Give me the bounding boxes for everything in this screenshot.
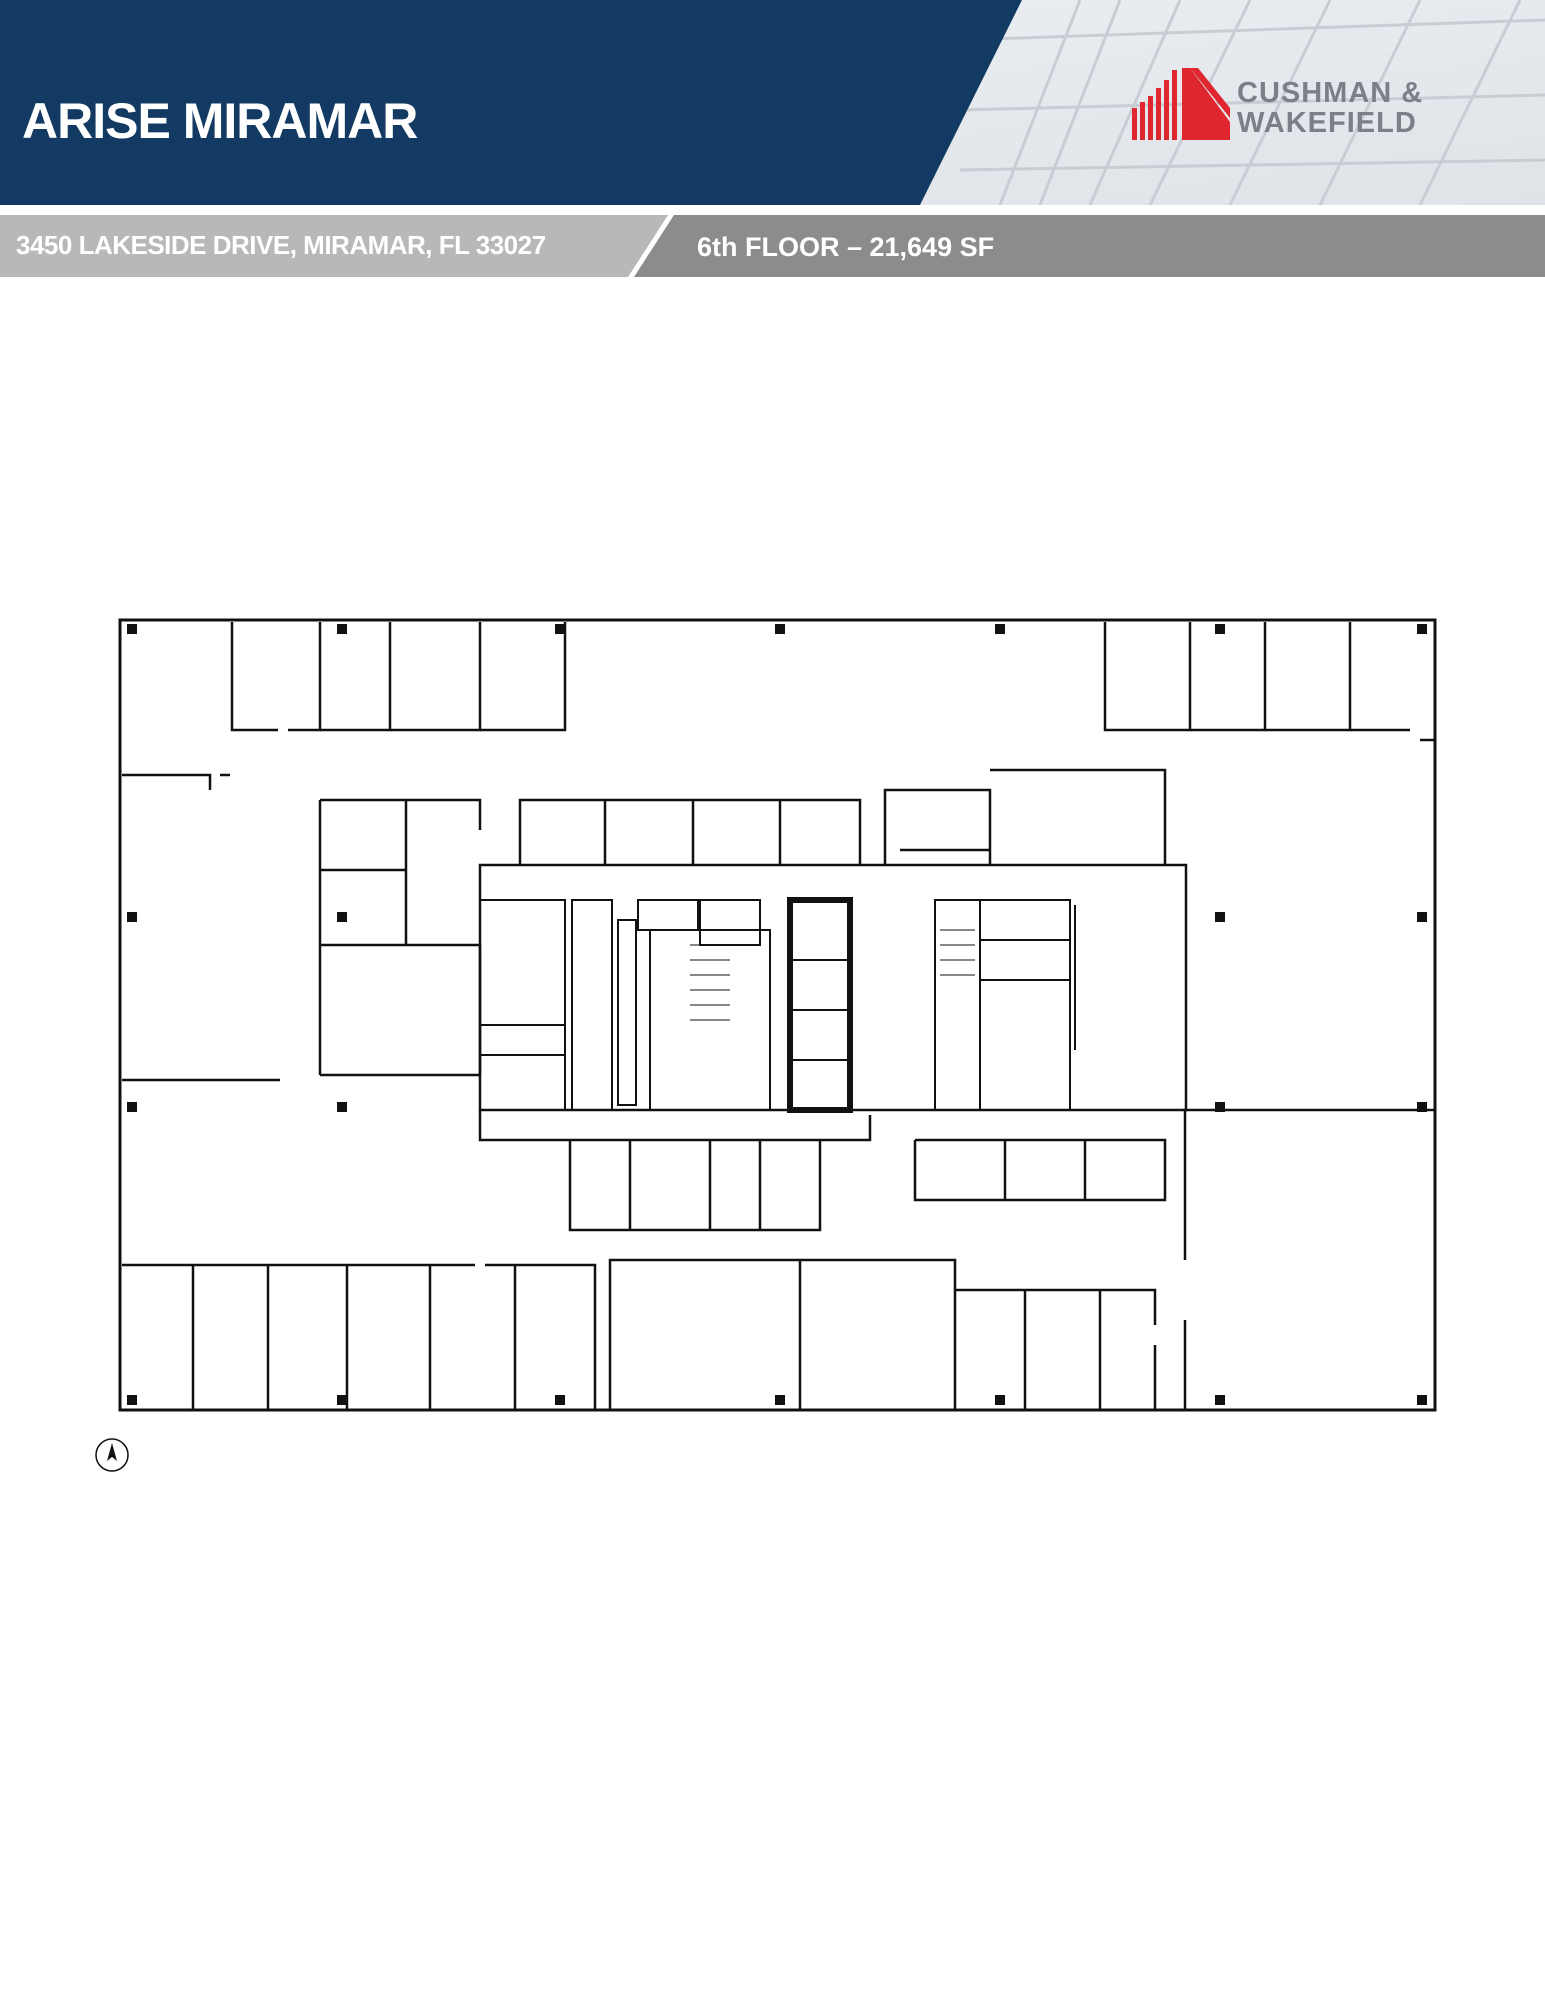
brand-line-1: CUSHMAN & [1237, 77, 1424, 109]
cushman-wakefield-logo-icon [1132, 68, 1230, 140]
floor-size-label: 6th FLOOR – 21,649 SF [697, 232, 995, 262]
property-address: 3450 LAKESIDE DRIVE, MIRAMAR, FL 33027 [16, 230, 546, 260]
structural-columns [127, 624, 1427, 1405]
floor-plan-drawing [95, 618, 1437, 1472]
header-banner: ARISE MIRAMAR CUSHMAN & WAKEFIELD [0, 0, 1545, 205]
page-title: ARISE MIRAMAR [22, 93, 418, 149]
brand-wordmark: CUSHMAN & WAKEFIELD [1237, 78, 1423, 138]
brand-line-2: WAKEFIELD [1237, 107, 1417, 139]
north-arrow-icon [95, 1438, 129, 1472]
interior-walls [122, 622, 1435, 1410]
header-background [0, 0, 1545, 205]
subheader-bar [0, 215, 1545, 277]
stair-hatching [690, 929, 975, 1021]
